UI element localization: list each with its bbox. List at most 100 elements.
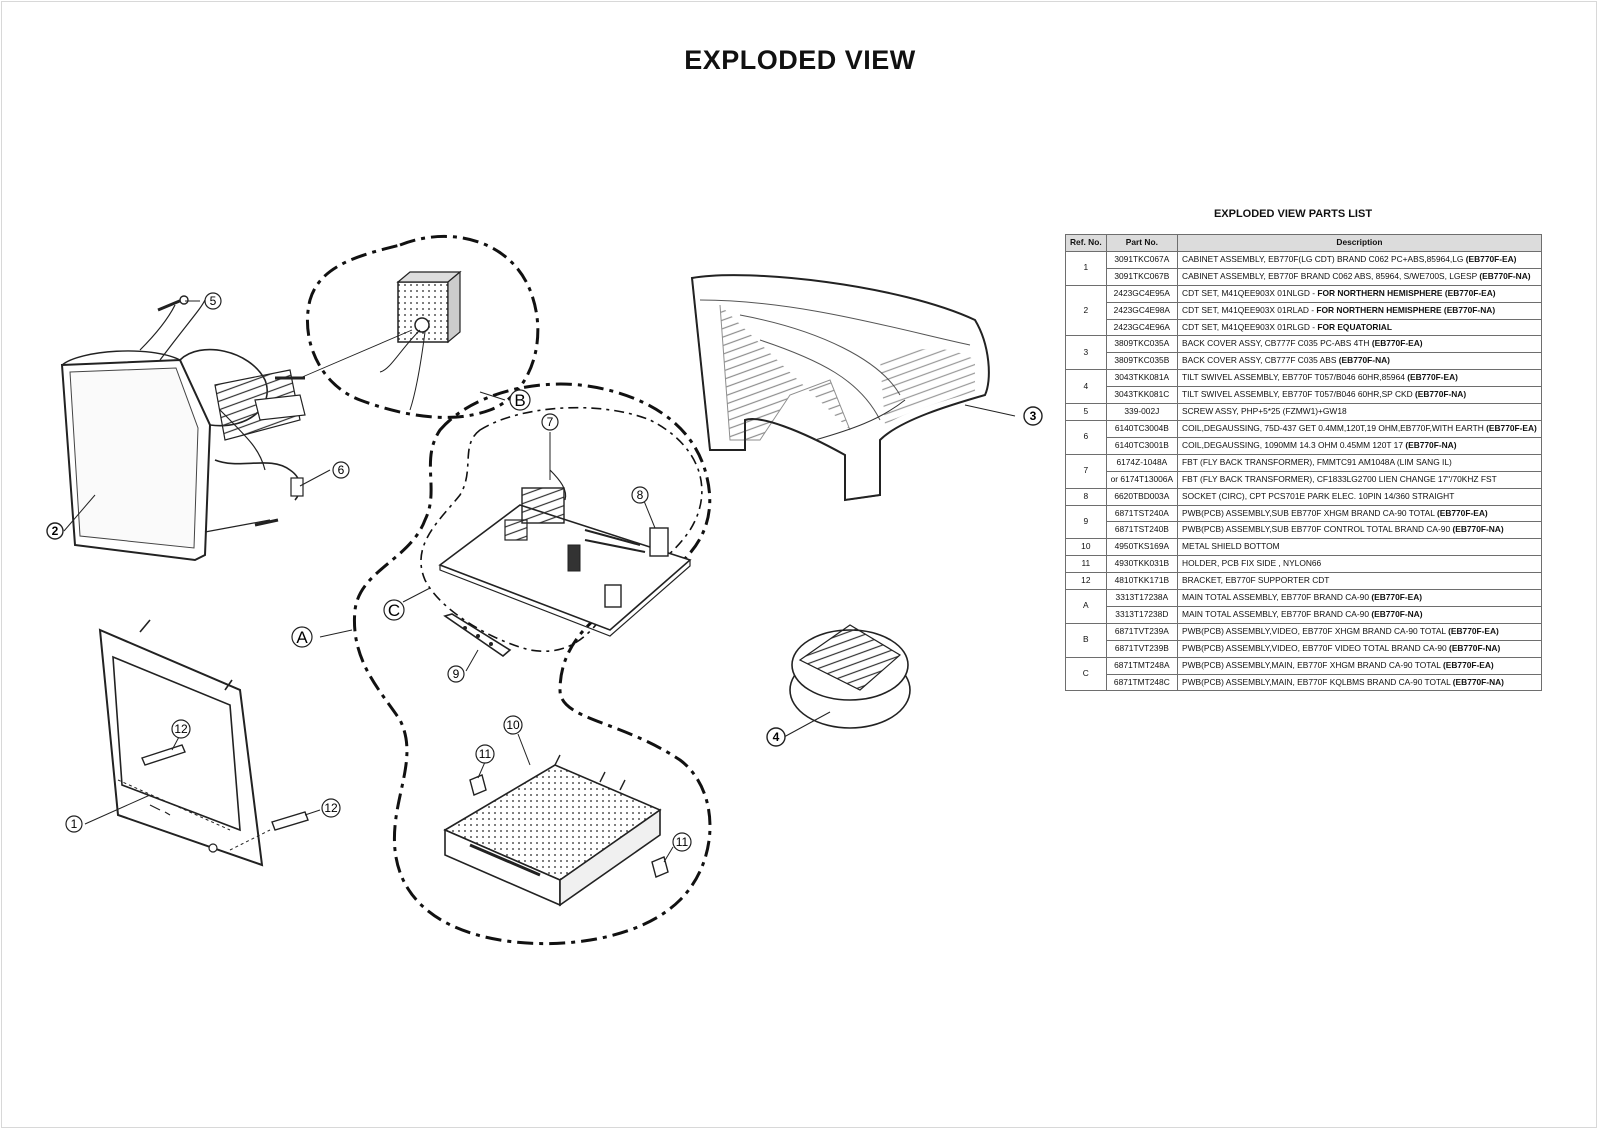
description-text: PWB(PCB) ASSEMBLY,MAIN, EB770F XHGM BRAN… bbox=[1182, 659, 1443, 670]
description-cell: MAIN TOTAL ASSEMBLY, EB770F BRAND CA-90 … bbox=[1177, 605, 1542, 624]
description-text: TILT SWIVEL ASSEMBLY, EB770F T057/B046 6… bbox=[1182, 372, 1408, 383]
callout-2: 2 bbox=[46, 522, 64, 540]
description-model-tag: (EB770F-EA) bbox=[1442, 659, 1494, 670]
description-cell: COIL,DEGAUSSING, 1090MM 14.3 OHM 0.45MM … bbox=[1177, 436, 1542, 455]
description-cell: CDT SET, M41QEE903X 01RLAD - FOR NORTHER… bbox=[1177, 301, 1542, 320]
description-cell: BACK COVER ASSY, CB777F C035 ABS (EB770F… bbox=[1177, 352, 1542, 371]
ref-no-cell: 4 bbox=[1065, 369, 1107, 405]
ref-no-cell: 8 bbox=[1065, 487, 1107, 506]
description-cell: PWB(PCB) ASSEMBLY,MAIN, EB770F XHGM BRAN… bbox=[1177, 656, 1542, 675]
header-description: Description bbox=[1177, 234, 1542, 252]
callout-8-label: 8 bbox=[637, 488, 644, 502]
callout-8: 8 bbox=[631, 486, 649, 504]
cabinet-front-drawing bbox=[98, 619, 264, 867]
tilt-swivel-drawing bbox=[789, 624, 911, 729]
description-cell: CDT SET, M41QEE903X 01NLGD - FOR NORTHER… bbox=[1177, 284, 1542, 303]
description-text: CDT SET, M41QEE903X 01RLAD - bbox=[1182, 304, 1317, 315]
part-no-cell: or 6174T13006A bbox=[1105, 470, 1179, 489]
description-cell: SCREW ASSY, PHP+5*25 (FZMW1)+GW18 bbox=[1177, 403, 1542, 421]
description-model-tag: (EB770F-NA) bbox=[1371, 608, 1423, 619]
description-cell: HOLDER, PCB FIX SIDE , NYLON66 bbox=[1177, 555, 1542, 574]
ref-no-cell: B bbox=[1065, 622, 1107, 658]
description-text: PWB(PCB) ASSEMBLY,MAIN, EB770F KQLBMS BR… bbox=[1182, 676, 1453, 687]
callout-5: 5 bbox=[204, 292, 222, 310]
part-no-cell: 4950TKS169A bbox=[1105, 538, 1179, 557]
callout-4-label: 4 bbox=[773, 730, 780, 744]
screw-drawing bbox=[157, 295, 305, 527]
description-model-tag: (EB770F-EA) bbox=[1407, 372, 1458, 383]
callout-3: 3 bbox=[1023, 406, 1043, 426]
page-title: EXPLODED VIEW bbox=[684, 45, 916, 75]
ref-no-cell: 6 bbox=[1065, 419, 1107, 455]
ref-no-cell: 10 bbox=[1065, 538, 1107, 557]
video-board-drawing bbox=[299, 270, 462, 411]
callout-a-label: A bbox=[296, 628, 308, 647]
description-text: PWB(PCB) ASSEMBLY,SUB EB770F CONTROL TOT… bbox=[1182, 524, 1453, 535]
description-cell: CABINET ASSEMBLY, EB770F BRAND C062 ABS,… bbox=[1177, 267, 1542, 286]
description-cell: FBT (FLY BACK TRANSFORMER), FMMTC91 AM10… bbox=[1177, 453, 1542, 472]
description-model-tag: FOR NORTHERN HEMISPHERE (EB770F-NA) bbox=[1316, 304, 1496, 315]
description-text: SOCKET (CIRC), CPT PCS701E PARK ELEC. 10… bbox=[1182, 490, 1455, 501]
bracket-drawing bbox=[141, 744, 309, 831]
part-no-cell: 3313T17238D bbox=[1105, 605, 1179, 624]
description-model-tag: FOR NORTHERN HEMISPHERE (EB770F-EA) bbox=[1317, 287, 1496, 298]
part-no-cell: 3091TKC067B bbox=[1105, 267, 1179, 286]
description-model-tag: (EB770F-NA) bbox=[1338, 355, 1390, 366]
description-cell: CABINET ASSEMBLY, EB770F(LG CDT) BRAND C… bbox=[1177, 250, 1542, 269]
description-cell: PWB(PCB) ASSEMBLY,MAIN, EB770F KQLBMS BR… bbox=[1177, 673, 1542, 692]
leader-lines bbox=[63, 300, 1016, 863]
part-no-cell: 6140TC3004B bbox=[1105, 419, 1179, 438]
description-text: CDT SET, M41QEE903X 01RLGD - bbox=[1182, 321, 1318, 332]
part-no-cell: 2423GC4E96A bbox=[1105, 318, 1179, 337]
part-no-cell: 3809TKC035B bbox=[1105, 352, 1179, 371]
part-no-cell: 3043TKK081C bbox=[1105, 386, 1179, 405]
callout-2-label: 2 bbox=[52, 524, 59, 538]
description-cell: COIL,DEGAUSSING, 75D-437 GET 0.4MM,120T,… bbox=[1177, 419, 1542, 438]
description-text: BACK COVER ASSY, CB777F C035 PC-ABS 4TH bbox=[1182, 338, 1372, 349]
part-no-cell: 2423GC4E95A bbox=[1105, 284, 1179, 303]
part-no-cell: 6871TVT239B bbox=[1105, 639, 1179, 658]
part-no-cell: 2423GC4E98A bbox=[1105, 301, 1179, 320]
description-model-tag: (EB770F-EA) bbox=[1371, 592, 1423, 603]
callout-a: A bbox=[291, 626, 313, 648]
part-no-cell: 6174Z-1048A bbox=[1105, 453, 1179, 472]
description-text: MAIN TOTAL ASSEMBLY, EB770F BRAND CA-90 bbox=[1182, 608, 1372, 619]
description-text: FBT (FLY BACK TRANSFORMER), FMMTC91 AM10… bbox=[1182, 456, 1452, 467]
ref-no-cell: 2 bbox=[1065, 284, 1107, 337]
description-cell: FBT (FLY BACK TRANSFORMER), CF1833LG2700… bbox=[1177, 470, 1542, 489]
callout-9: 9 bbox=[447, 665, 465, 683]
description-model-tag: (EB770F-EA) bbox=[1371, 338, 1423, 349]
part-no-cell: 3043TKK081A bbox=[1105, 369, 1179, 388]
part-no-cell: 6871TST240A bbox=[1105, 504, 1179, 523]
back-cover-drawing bbox=[690, 274, 990, 502]
callout-12a-label: 12 bbox=[174, 722, 188, 736]
description-cell: BRACKET, EB770F SUPPORTER CDT bbox=[1177, 572, 1542, 591]
parts-list-title: EXPLODED VIEW PARTS LIST bbox=[1213, 208, 1373, 220]
description-cell: MAIN TOTAL ASSEMBLY, EB770F BRAND CA-90 … bbox=[1177, 589, 1542, 607]
description-text: CABINET ASSEMBLY, EB770F BRAND C062 ABS,… bbox=[1182, 270, 1480, 281]
main-board-drawing bbox=[438, 469, 692, 637]
part-no-cell: 3313T17238A bbox=[1105, 589, 1179, 607]
part-no-cell: 6871TST240B bbox=[1105, 521, 1179, 540]
description-model-tag: (EB770F-EA) bbox=[1465, 253, 1517, 264]
callout-b: B bbox=[509, 389, 531, 411]
